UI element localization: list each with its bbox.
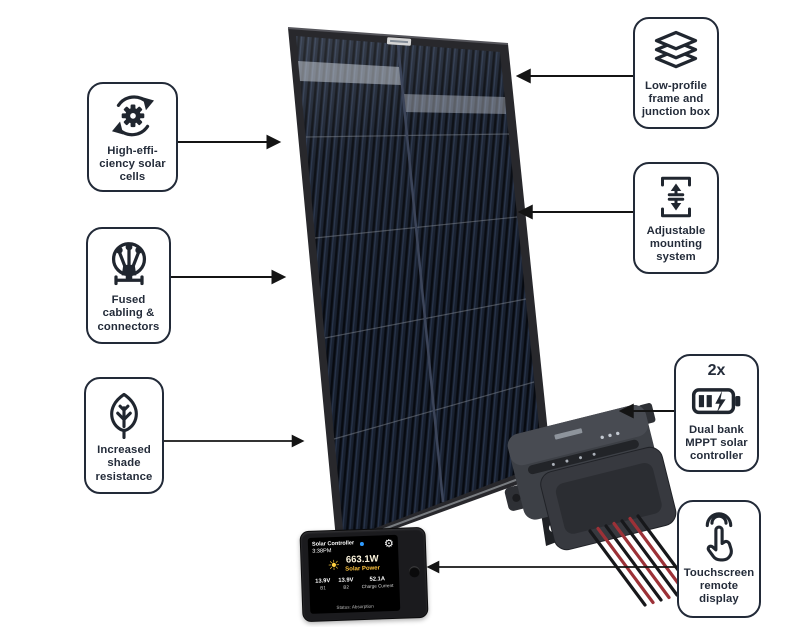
fused-cabling-icon xyxy=(111,242,146,286)
callout-label: Low-profile frame and junction box xyxy=(641,79,711,119)
callout-high-efficiency-solar-cells: High-effi- ciency solar cells xyxy=(87,82,178,192)
panel-brand-label xyxy=(386,37,412,46)
device-round-button xyxy=(408,566,421,578)
callout-low-profile-frame: Low-profile frame and junction box xyxy=(633,17,719,129)
panel-reflection xyxy=(298,61,401,85)
solar-controller-image xyxy=(504,403,677,551)
callout-touchscreen-display: Touchscreen remote display xyxy=(677,500,761,618)
sun-icon: ☀ xyxy=(327,557,341,574)
solar-panel-image xyxy=(287,27,552,550)
touchscreen-icon xyxy=(705,512,733,562)
dual-bank-badge: 2x xyxy=(707,361,726,379)
callout-label: Dual bank MPPT solar controller xyxy=(685,423,748,463)
controller-brand-label xyxy=(554,428,583,440)
remote-display-screen: Solar Controller 3:38PM ⚙ ☀ 663.1W Solar… xyxy=(307,534,401,614)
remote-display-device: Solar Controller 3:38PM ⚙ ☀ 663.1W Solar… xyxy=(299,526,429,623)
callout-label: Fused cabling & connectors xyxy=(97,294,160,333)
callout-label: Touchscreen remote display xyxy=(683,566,755,606)
adjustable-mounting-icon xyxy=(661,176,691,218)
charge-status-text: Status: Absorption xyxy=(336,603,374,610)
battery1-stat: 13.9V B1 xyxy=(315,578,331,591)
callout-adjustable-mounting: Adjustable mounting system xyxy=(633,162,719,274)
charge-current-stat: 52.1A Charge Current xyxy=(361,576,394,590)
layers-icon xyxy=(654,30,698,69)
leaf-icon xyxy=(110,393,138,440)
panel-center-divider xyxy=(396,43,445,503)
callout-label: Adjustable mounting system xyxy=(646,224,706,264)
battery2-stat: 13.9V B2 xyxy=(338,577,354,590)
bluetooth-status-dot xyxy=(360,541,365,547)
settings-gear-icon: ⚙ xyxy=(383,537,395,551)
solar-power-label: Solar Power xyxy=(345,565,381,573)
callout-label: Increased shade resistance xyxy=(95,444,153,483)
callout-fused-cabling: Fused cabling & connectors xyxy=(86,227,171,344)
callout-shade-resistance: Increased shade resistance xyxy=(84,377,164,494)
dual-battery-icon xyxy=(691,388,740,414)
gear-cycle-icon xyxy=(111,95,154,137)
callout-dual-bank-controller: 2x Dual bank MPPT solar controller xyxy=(674,354,759,472)
callout-label: High-effi- ciency solar cells xyxy=(99,144,166,183)
